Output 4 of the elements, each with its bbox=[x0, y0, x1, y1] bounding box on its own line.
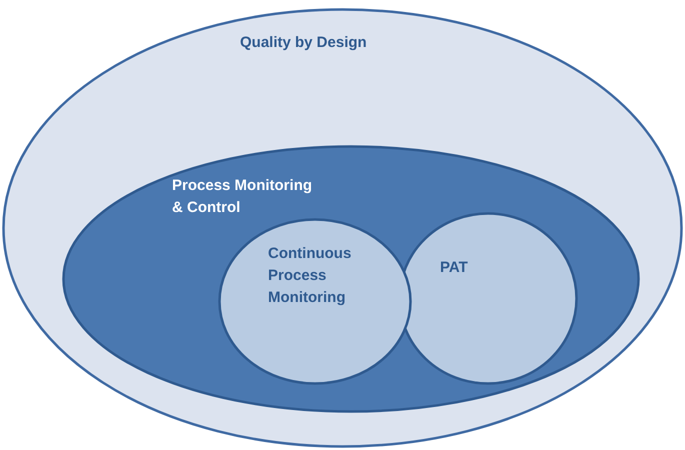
set-label: PAT bbox=[440, 258, 469, 278]
set-label: Process Monitoring & Control bbox=[172, 176, 314, 218]
set-label: Quality by Design bbox=[240, 33, 368, 53]
set-label: Continuous Process Monitoring bbox=[268, 244, 352, 308]
